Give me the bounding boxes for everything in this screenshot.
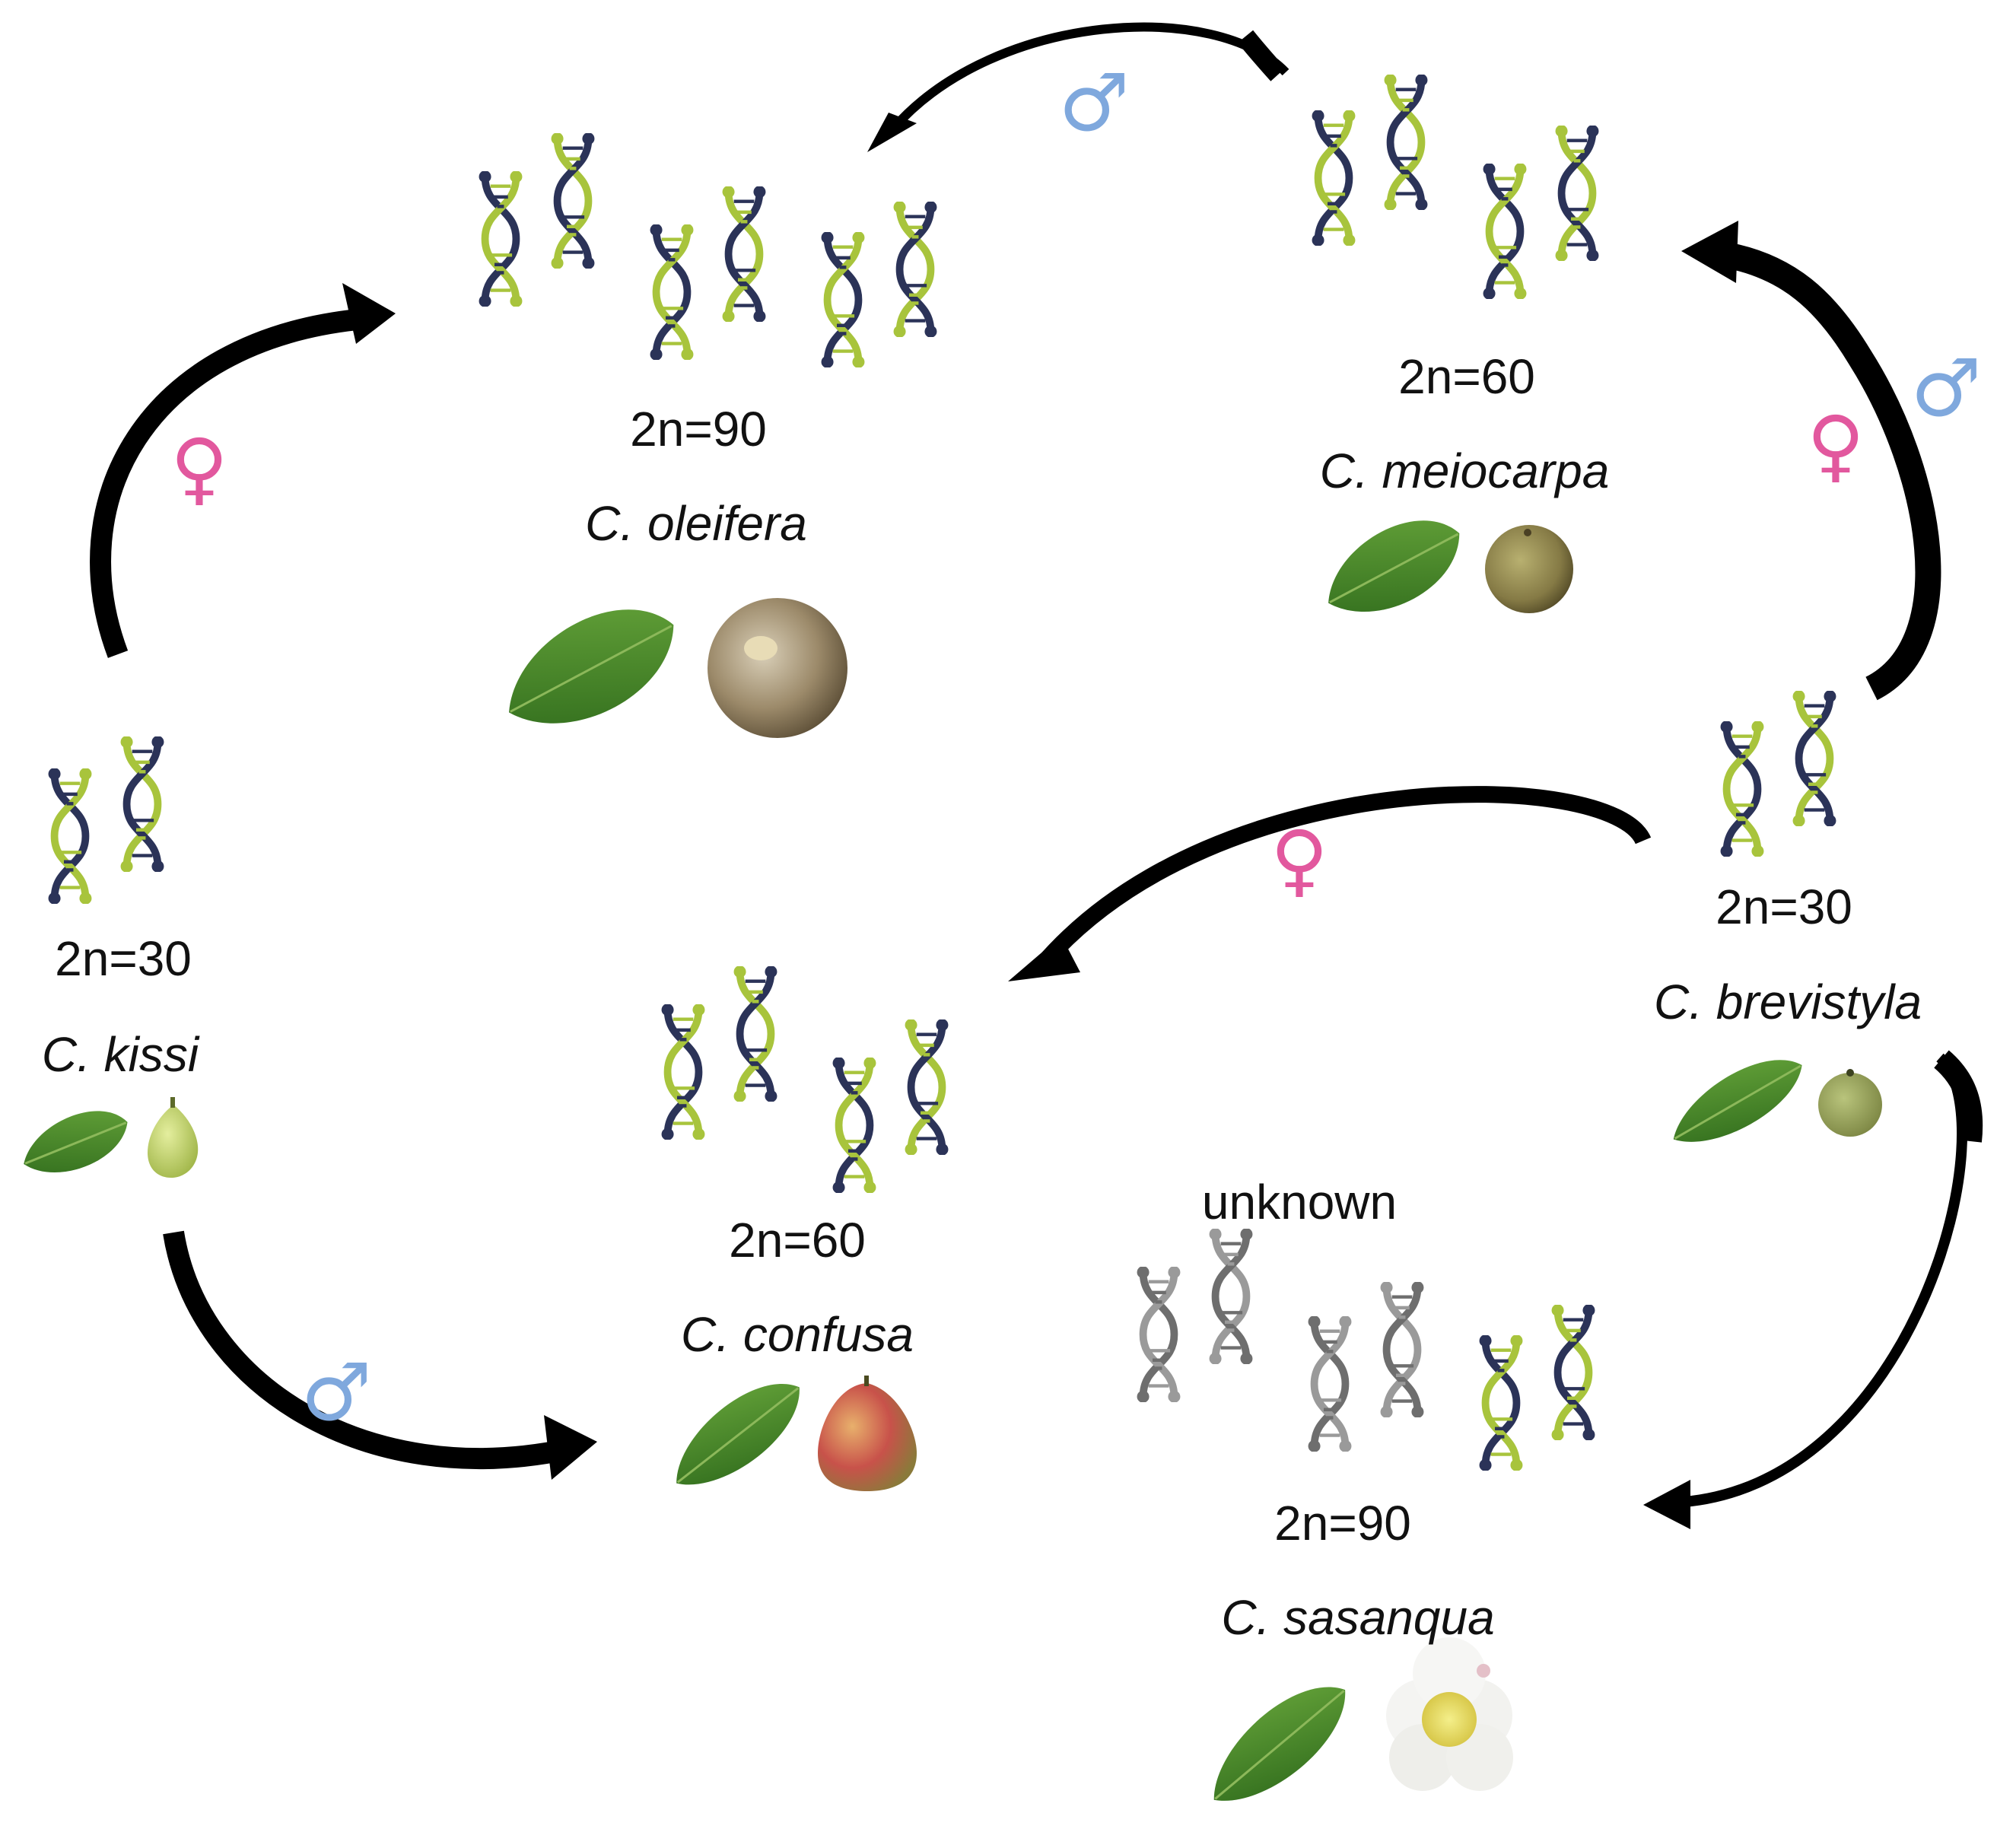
dna-icon: [120, 736, 164, 872]
dna-icon: [650, 224, 694, 360]
leaf-icon: [1213, 1687, 1346, 1801]
ploidy-label-sasanqua: 2n=90: [1274, 1496, 1411, 1551]
arrow-brevistyla-to-confusa: [1008, 786, 1652, 981]
dna-group-meiocarpa: [1312, 75, 1599, 299]
arrow-brevistyla-to-meiocarpa: [1681, 221, 1941, 701]
fruit-icon: [1485, 525, 1573, 613]
flower-icon: [1386, 1637, 1513, 1791]
dna-icon: [1479, 1335, 1523, 1471]
dna-icon-grey: [1380, 1282, 1424, 1417]
dna-group-confusa: [661, 966, 949, 1193]
dna-icon: [905, 1019, 949, 1155]
dna-icon: [661, 1004, 705, 1140]
dna-icon-grey: [1209, 1229, 1253, 1364]
species-label-oleifera: C. oleifera: [585, 496, 807, 551]
dna-icon: [832, 1058, 876, 1193]
female-symbol-brevistyla-confusa: ♀: [1270, 813, 1329, 906]
ploidy-label-oleifera: 2n=90: [630, 402, 767, 456]
species-label-meiocarpa: C. meiocarpa: [1319, 444, 1610, 498]
species-label-confusa: C. confusa: [681, 1307, 914, 1362]
dna-group-oleifera: [479, 133, 937, 367]
species-label-brevistyla: C. brevistyla: [1653, 975, 1922, 1029]
leaf-icon: [24, 1111, 128, 1173]
male-symbol-kissi-confusa: ♂: [301, 1346, 372, 1439]
ploidy-label-kissi: 2n=30: [55, 931, 192, 986]
leaf-icon: [676, 1383, 800, 1485]
dna-icon: [1720, 721, 1764, 857]
dna-icon: [722, 186, 766, 322]
female-symbol-kissi-oleifera: ♀: [170, 421, 229, 514]
dna-icon: [48, 768, 92, 904]
fruit-icon: [148, 1097, 199, 1178]
dna-icon: [733, 966, 777, 1102]
arrow-kissi-to-confusa: [163, 1230, 597, 1480]
dna-icon: [1312, 110, 1356, 246]
leaf-icon: [1673, 1060, 1802, 1142]
male-symbol-brevistyla-meiocarpa: ♂: [1910, 342, 1982, 434]
unknown-label-sasanqua: unknown: [1201, 1175, 1398, 1229]
dna-icon: [821, 232, 865, 367]
arrow-kissi-to-oleifera: [90, 283, 396, 658]
species-label-sasanqua: C. sasanqua: [1221, 1590, 1495, 1645]
arrow-meiocarpa-to-oleifera: [867, 22, 1289, 152]
ploidy-label-meiocarpa: 2n=60: [1398, 349, 1535, 404]
leaf-icon: [509, 609, 674, 724]
fruit-icon: [708, 598, 847, 738]
dna-icon: [1792, 691, 1836, 826]
dna-icon: [551, 133, 595, 269]
female-symbol-brevistyla-meiocarpa: ♀: [1806, 399, 1865, 491]
dna-group-kissi: [48, 736, 164, 904]
fruit-icon: [818, 1376, 917, 1491]
ploidy-label-confusa: 2n=60: [729, 1213, 866, 1268]
species-label-kissi: C. kissi: [41, 1027, 199, 1082]
dna-icon-grey: [1308, 1316, 1352, 1452]
dna-icon: [1555, 126, 1599, 261]
dna-group-brevistyla: [1720, 691, 1836, 857]
arrow-brevistyla-to-sasanqua: [1643, 1050, 1983, 1529]
dna-icon: [893, 202, 937, 337]
dna-icon: [479, 171, 523, 307]
ploidy-label-brevistyla: 2n=30: [1716, 879, 1852, 934]
leaf-icon: [1328, 520, 1460, 612]
dna-icon: [1483, 164, 1527, 299]
dna-icon: [1551, 1305, 1595, 1440]
dna-icon: [1384, 75, 1428, 210]
dna-group-sasanqua: [1137, 1229, 1595, 1471]
male-symbol-meiocarpa-oleifera: ♂: [1058, 56, 1130, 149]
fruit-icon: [1818, 1069, 1882, 1137]
dna-icon-grey: [1137, 1267, 1181, 1402]
